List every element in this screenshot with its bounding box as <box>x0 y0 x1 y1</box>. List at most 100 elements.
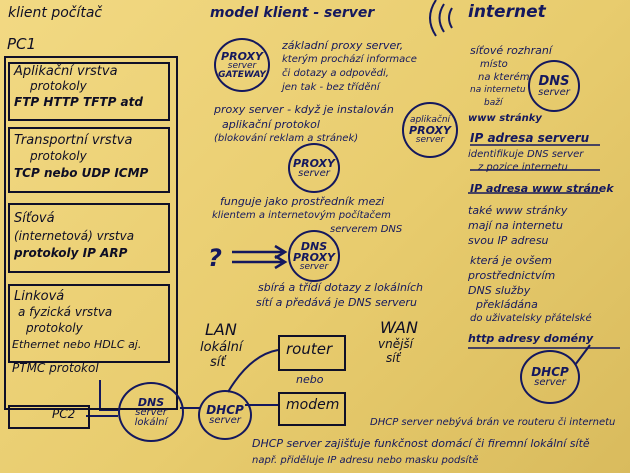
center-text3-a: funguje jako prostředník mezi <box>220 195 385 208</box>
center-text1-c: či dotazy a odpovědi, <box>282 68 389 79</box>
wan-sub2: síť <box>386 351 401 365</box>
right-text2-b: prostřednictvím <box>468 269 556 282</box>
wan-sub1: vnější <box>378 337 414 351</box>
ip-www-a: IP adresa www stránek <box>470 182 614 195</box>
ip-www-c: mají na internetu <box>468 219 563 232</box>
dns-local-l1: DNS <box>137 395 165 409</box>
dns-local-l2: server <box>135 406 167 418</box>
right-text1-c: na kterém <box>478 72 530 83</box>
question-mark: ? <box>208 244 222 272</box>
layer-network-list: protokoly IP ARP <box>14 246 128 260</box>
lan-sub2: síť <box>210 355 226 370</box>
layer-network <box>8 203 170 273</box>
layer-application-proto: protokoly <box>30 79 87 93</box>
center-text4-a: sbírá a třídí dotazy z lokálních <box>258 281 424 294</box>
center-text2-b: aplikační protokol <box>222 118 320 131</box>
right-text1-d: na internetu <box>470 85 526 95</box>
proxy-server-l2: server <box>298 167 330 179</box>
ip-www-b: také www stránky <box>468 204 568 217</box>
nebo-label: nebo <box>296 373 324 386</box>
dhcp-center-circle: DHCP server <box>198 390 252 440</box>
layer-network-sub: (internetová) vrstva <box>14 229 135 243</box>
pc2-label: PC2 <box>52 407 76 421</box>
center-text2-a: proxy server - když je instalován <box>214 103 394 116</box>
proxy-server-l1: PROXY <box>293 156 335 170</box>
dns-local-circle: DNS server lokální <box>118 382 184 442</box>
http-label: http adresy domény <box>468 332 594 345</box>
dns-proxy-l1: DNS <box>300 239 328 253</box>
router-label: router <box>286 340 333 358</box>
right-text2-c: DNS služby <box>468 284 531 297</box>
ip-server-b: identifikuje DNS server <box>468 149 584 160</box>
proxy-gateway-circle: PROXY server GATEWAY <box>214 38 270 92</box>
app-proxy-l3: server <box>415 134 445 145</box>
modem-box <box>278 392 346 426</box>
layer-network-title: Síťová <box>14 211 55 226</box>
proxy-server-circle: PROXY server <box>288 143 340 193</box>
dhcp-right-l1: DHCP <box>531 365 569 379</box>
right-text1-a: síťové rozhraní <box>470 44 552 57</box>
center-text1-a: základní proxy server, <box>282 39 404 52</box>
right-text1-f: www stránky <box>468 113 542 124</box>
layer-application-list: FTP HTTP TFTP atd <box>14 95 143 109</box>
dhcp-right-l2: server <box>534 377 566 388</box>
layer-transport-proto: protokoly <box>30 149 87 163</box>
dhcp-center-l1: DHCP <box>206 403 244 417</box>
lan-title: LAN <box>205 320 237 339</box>
layer-link-title: Linková <box>14 289 65 304</box>
left-title: klient počítač <box>8 5 103 21</box>
dns-server-l2: server <box>538 86 570 98</box>
dns-proxy-circle: DNS PROXY server <box>288 230 340 282</box>
dns-local-l3: lokální <box>134 416 168 428</box>
bottom-line3: např. přiděluje IP adresu nebo masku pod… <box>252 455 479 466</box>
center-text1-d: jen tak - bez třídění <box>282 82 380 93</box>
wan-title: WAN <box>380 318 418 337</box>
dns-proxy-l2: PROXY <box>293 250 335 264</box>
dhcp-right-circle: DHCP server <box>520 350 580 404</box>
bottom-line1: DHCP server nebývá brán ve routeru či in… <box>370 417 616 428</box>
right-text1-e: baží <box>484 98 503 108</box>
proxy-gateway-l1: PROXY <box>221 49 263 63</box>
layer-link-list: Ethernet nebo HDLC aj. <box>12 338 142 351</box>
layer-application-title: Aplikační vrstva <box>14 64 118 79</box>
layer-link-sub: a fyzická vrstva <box>18 305 113 319</box>
ip-www-d: svou IP adresu <box>468 234 549 247</box>
lan-sub1: lokální <box>200 340 243 355</box>
bottom-line2: DHCP server zajišťuje funkčnost domácí č… <box>252 437 590 450</box>
layer-transport-title: Transportní vrstva <box>14 133 133 148</box>
right-text1-b: místo <box>480 59 508 70</box>
dns-server-circle: DNS server <box>528 60 580 112</box>
app-proxy-l2: PROXY <box>409 123 451 137</box>
dns-server-l1: DNS <box>538 73 570 89</box>
right-text2-a: která je ovšem <box>470 254 552 267</box>
app-proxy-l1: aplikační <box>409 114 451 125</box>
center-text1-b: kterým prochází informace <box>282 54 417 65</box>
ptmc-label: PTMC protokol <box>12 361 99 375</box>
pc2-box <box>8 405 90 429</box>
layer-link-proto: protokoly <box>26 321 83 335</box>
right-text2-e: do uživatelsky přátelské <box>470 313 592 324</box>
proxy-gateway-l3: GATEWAY <box>218 69 266 80</box>
ip-server-c: z pozice internetu <box>478 162 568 173</box>
center-text3-c: serverem DNS <box>330 224 403 235</box>
layer-link <box>8 284 170 363</box>
center-heading: model klient - server <box>210 5 375 21</box>
ip-server-a: IP adresa serveru <box>470 131 590 145</box>
layer-transport <box>8 127 170 193</box>
dhcp-center-l2: server <box>209 415 241 426</box>
pc1-stack <box>4 56 178 410</box>
center-text4-b: sítí a předává je DNS serveru <box>256 296 417 309</box>
modem-label: modem <box>286 397 340 413</box>
dns-proxy-l3: server <box>299 261 329 272</box>
internet-heading: internet <box>468 2 546 22</box>
layer-application <box>8 62 170 121</box>
app-proxy-circle: aplikační PROXY server <box>402 102 458 158</box>
center-text2-c: (blokování reklam a stránek) <box>214 133 359 144</box>
pc1-label: PC1 <box>7 35 37 53</box>
router-box <box>278 335 346 371</box>
proxy-gateway-l2: server <box>227 60 257 71</box>
layer-transport-list: TCP nebo UDP ICMP <box>14 166 149 180</box>
right-text2-d: překládána <box>476 298 538 311</box>
center-text3-b: klientem a internetovým počítačem <box>212 210 391 221</box>
